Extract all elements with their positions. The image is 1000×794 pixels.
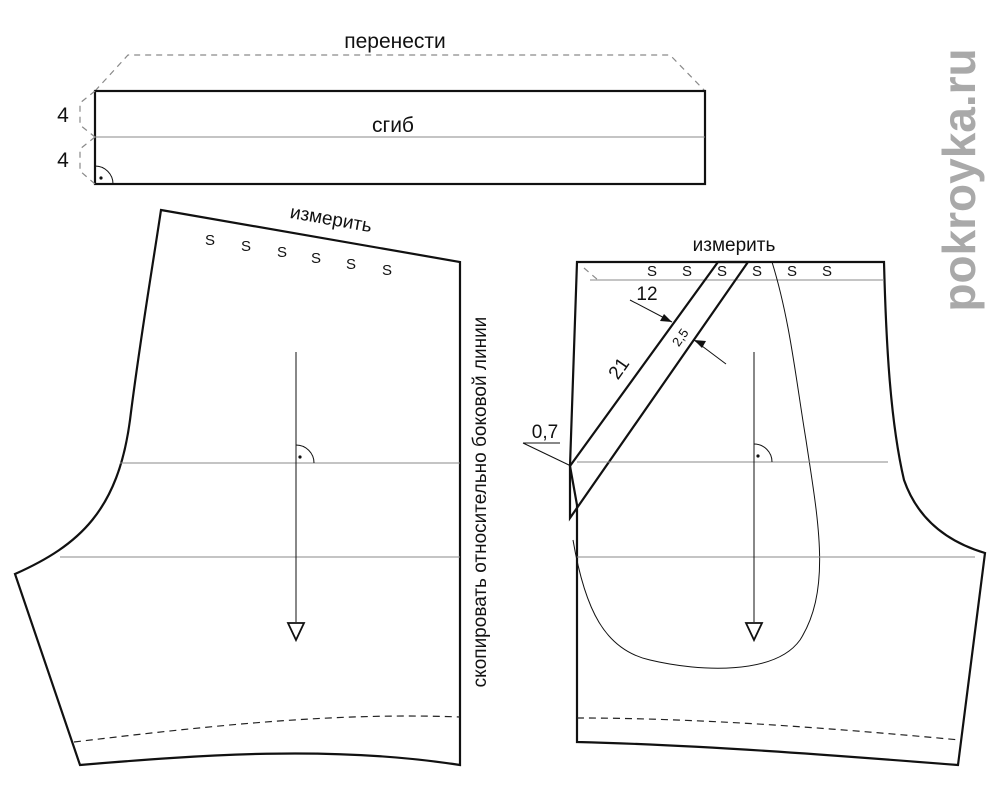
dimension-0-7-label: 0,7 bbox=[532, 422, 558, 443]
dimension-bracket-top bbox=[79, 90, 96, 138]
front-grainline-arrowhead bbox=[286, 622, 306, 643]
fold-label: сгиб bbox=[372, 114, 414, 137]
s-mark: S bbox=[752, 263, 762, 280]
transfer-label: перенести bbox=[344, 30, 446, 53]
right-angle-dot bbox=[99, 176, 103, 180]
back-right-angle-mark bbox=[753, 443, 773, 463]
back-waist-dashed-offset bbox=[583, 267, 599, 281]
site-watermark: pokroyka.ru bbox=[933, 48, 985, 311]
s-mark: S bbox=[682, 263, 692, 280]
waistband-piece: перенести сгиб 4 4 bbox=[57, 30, 707, 186]
back-pocket-bag-curve bbox=[572, 261, 821, 669]
s-mark: S bbox=[277, 244, 287, 261]
waistband-transfer-outline bbox=[94, 54, 706, 92]
dimension-bottom-label: 4 bbox=[57, 149, 69, 172]
front-piece: измерить S S S S S S скопировать относит… bbox=[13, 202, 491, 767]
front-right-angle-mark bbox=[295, 444, 315, 464]
front-s-marks: S S S S S S bbox=[205, 232, 392, 279]
s-mark: S bbox=[647, 263, 657, 280]
back-s-marks: S S S S S S bbox=[647, 263, 832, 280]
dimension-2-5-label: 2,5 bbox=[669, 326, 692, 349]
s-mark: S bbox=[717, 263, 727, 280]
front-right-angle-dot bbox=[298, 455, 302, 459]
back-grainline-arrowhead bbox=[744, 622, 764, 643]
back-yoke-strip bbox=[568, 260, 751, 522]
back-piece-outline bbox=[568, 260, 987, 767]
dimension-2-5-arrow bbox=[694, 340, 706, 348]
right-angle-mark bbox=[94, 165, 114, 185]
front-piece-outline bbox=[13, 208, 462, 767]
s-mark: S bbox=[346, 256, 356, 273]
back-measure-label: измерить bbox=[693, 235, 776, 256]
s-mark: S bbox=[822, 263, 832, 280]
back-hem-line bbox=[576, 717, 961, 741]
dimension-21-label: 21 bbox=[605, 354, 634, 383]
s-mark: S bbox=[311, 250, 321, 267]
s-mark: S bbox=[787, 263, 797, 280]
dimension-12-arrow bbox=[660, 314, 672, 322]
s-mark: S bbox=[241, 238, 251, 255]
side-line-copy-note: скопировать относительно боковой линии bbox=[470, 317, 491, 688]
s-mark: S bbox=[205, 232, 215, 249]
back-piece: измерить S S S S S S 12 21 2,5 0,7 bbox=[522, 235, 987, 767]
front-measure-label: измерить bbox=[288, 202, 373, 237]
front-hem-line bbox=[73, 715, 461, 743]
dimension-bracket-bottom bbox=[79, 136, 96, 185]
dimension-0-7-leader bbox=[522, 442, 572, 467]
back-right-angle-dot bbox=[756, 454, 760, 458]
dimension-top-label: 4 bbox=[57, 104, 69, 127]
dimension-12-label: 12 bbox=[636, 284, 657, 305]
s-mark: S bbox=[382, 262, 392, 279]
